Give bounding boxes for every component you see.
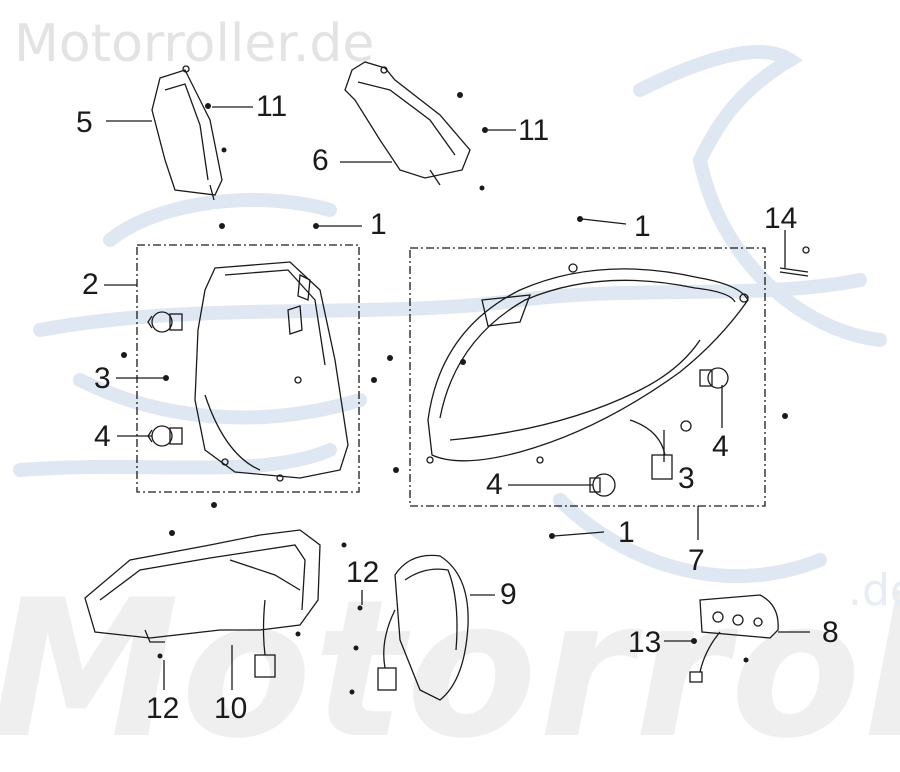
- screws: [121, 92, 788, 695]
- part-6-cover: [344, 61, 471, 186]
- label-part-12: 12: [346, 556, 380, 589]
- label-part-11: 11: [518, 114, 550, 147]
- label-part-6: 6: [312, 144, 329, 177]
- bracket-10: [84, 529, 321, 678]
- bulb-right-bottom: [589, 473, 616, 497]
- part-14-pin: [779, 246, 810, 277]
- part-8-panel: [689, 594, 779, 683]
- label-part-13: 13: [628, 626, 662, 659]
- label-part-4: 4: [712, 430, 729, 463]
- headlight-left: [194, 261, 349, 482]
- label-part-10: 10: [214, 692, 248, 725]
- part-9-unit: [377, 554, 469, 701]
- label-part-1: 1: [634, 210, 651, 243]
- label-part-14: 14: [764, 202, 798, 235]
- watermark-top: Motorroller.de: [14, 14, 375, 74]
- label-part-12: 12: [146, 692, 180, 725]
- watermark-bottom: Motorroller: [0, 559, 900, 772]
- watermark-swooshes: [13, 45, 887, 584]
- watermark-corner: .de: [848, 565, 900, 616]
- label-part-3: 3: [678, 462, 695, 495]
- label-part-11: 11: [256, 90, 288, 123]
- label-part-7: 7: [688, 544, 705, 577]
- label-part-2: 2: [82, 268, 99, 301]
- label-part-8: 8: [822, 616, 839, 649]
- group-box-2: [136, 244, 360, 493]
- label-part-4: 4: [94, 420, 111, 453]
- label-part-9: 9: [500, 578, 517, 611]
- group-box-7: [409, 247, 766, 507]
- label-part-1: 1: [370, 208, 387, 241]
- bulb-left-lower: [147, 425, 183, 447]
- label-part-5: 5: [76, 106, 93, 139]
- headlight-right: [426, 263, 749, 464]
- label-part-3: 3: [94, 362, 111, 395]
- leader-lines: [104, 106, 810, 690]
- part-5-cover: [151, 65, 223, 201]
- label-part-1: 1: [618, 516, 635, 549]
- bulb-left-upper: [147, 311, 183, 333]
- bulb-right-side: [699, 367, 729, 389]
- label-part-4: 4: [486, 468, 503, 501]
